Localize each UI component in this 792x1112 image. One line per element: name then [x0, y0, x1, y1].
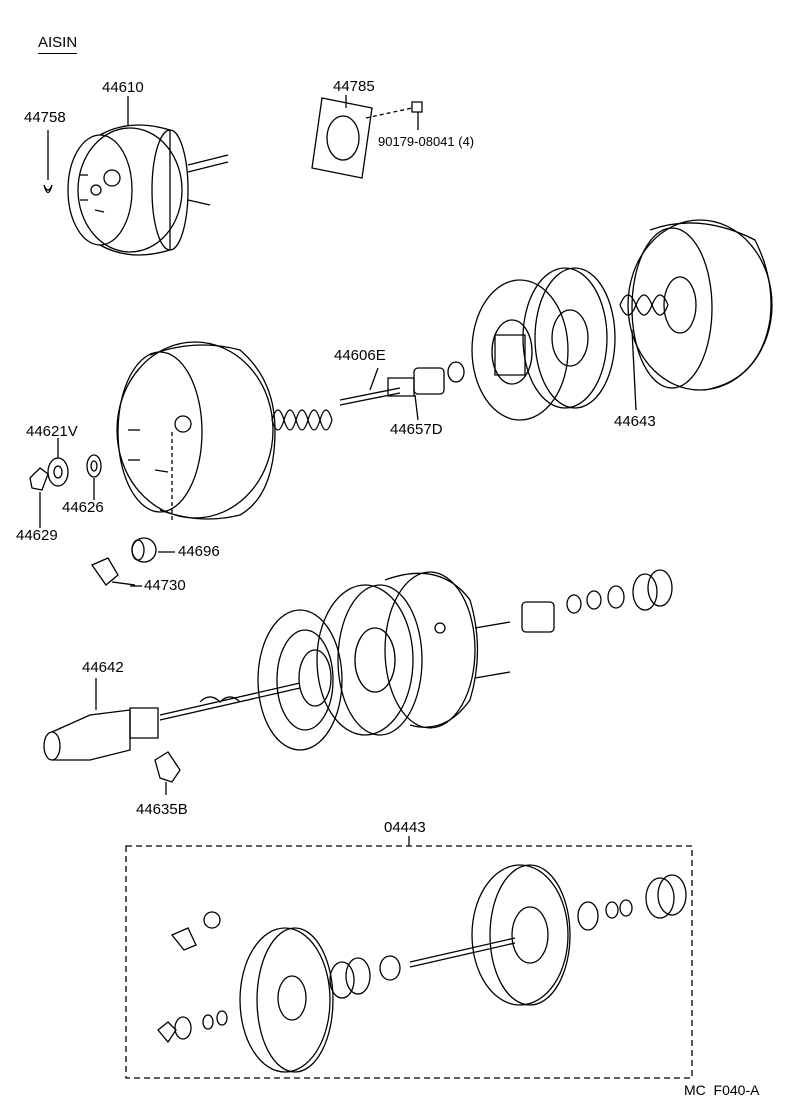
spring-middle [272, 410, 332, 430]
grommet-44696 [132, 538, 156, 562]
lower-diaphragm-plate [258, 610, 342, 750]
seal-44621V [48, 438, 68, 486]
diaphragm-plate [472, 280, 568, 420]
push-rod-44606E [340, 378, 414, 405]
boot-44642 [44, 678, 158, 760]
clip-44758 [44, 130, 52, 193]
kit-04443-box [126, 836, 692, 1078]
valve-body-44657D [414, 362, 464, 394]
part-label-44758: 44758 [24, 109, 66, 126]
part-label-90179-08041: 90179-08041 (4) [378, 134, 475, 149]
part-label-44635B: 44635B [136, 801, 188, 818]
part-label-44696: 44696 [178, 543, 220, 560]
front-shell [117, 342, 275, 520]
rear-shell-44643 [620, 220, 772, 390]
valve-operating-rod [160, 683, 300, 720]
ring-44626 [87, 455, 101, 477]
leader-lines [94, 96, 636, 795]
part-label-44621V: 44621V [26, 423, 78, 440]
booster-assembly-44610 [68, 125, 228, 255]
kit-parts [158, 865, 686, 1072]
part-label-44626: 44626 [62, 499, 104, 516]
lock-44629 [30, 468, 48, 528]
part-label-44643: 44643 [614, 413, 656, 430]
lower-seals [522, 570, 672, 632]
part-label-04443: 04443 [384, 819, 426, 836]
nut-90179-08041 [366, 102, 422, 130]
drawing-code: MC F040-A [684, 1082, 760, 1098]
gasket-44785 [312, 95, 372, 178]
check-valve-44730 [92, 558, 135, 585]
brand-label: AISIN [38, 34, 78, 54]
part-label-44629: 44629 [16, 527, 58, 544]
part-label-44785: 44785 [333, 78, 375, 95]
part-label-44606E: 44606E [334, 347, 386, 364]
lower-diaphragm-rubber [317, 585, 422, 735]
part-label-44730: 44730 [144, 577, 186, 594]
part-label-44657D: 44657D [390, 421, 443, 438]
clip-44635B [155, 752, 180, 782]
part-label-44610: 44610 [102, 79, 144, 96]
diaphragm-rubber [523, 268, 615, 408]
part-label-44642: 44642 [82, 659, 124, 676]
lower-front-shell [385, 572, 510, 728]
